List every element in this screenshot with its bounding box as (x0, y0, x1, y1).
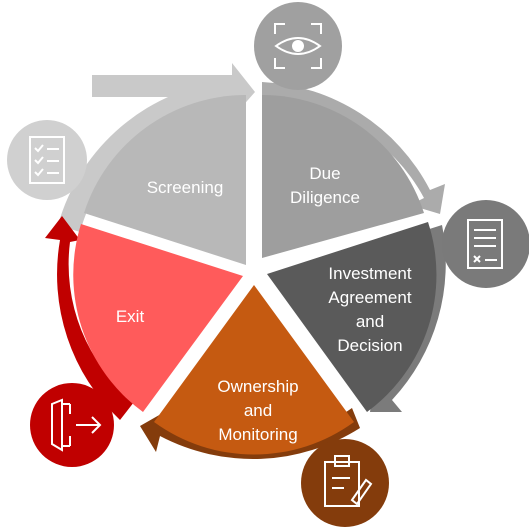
stage-label-due-diligence: Due Diligence (290, 164, 360, 207)
exit-door-icon (30, 383, 114, 467)
eye-scan-icon (254, 2, 342, 90)
sector-ownership (154, 285, 354, 455)
sector-exit (73, 224, 244, 412)
sector-investment (267, 222, 437, 412)
contract-document-icon (442, 200, 529, 288)
arrow-due-diligence (262, 82, 445, 214)
stage-label-exit: Exit (115, 307, 145, 326)
stage-label-screening: Screening (146, 178, 224, 197)
clipboard-pen-icon (301, 439, 389, 527)
checklist-icon (7, 120, 87, 200)
arrow-screening-tail (92, 75, 237, 97)
stage-label-ownership: Ownership and Monitoring (217, 377, 299, 444)
arrow-exit (45, 216, 134, 420)
sector-due-diligence (262, 94, 424, 258)
stage-label-investment: Investment Agreement and Decision (328, 264, 412, 355)
sector-screening (84, 94, 246, 265)
